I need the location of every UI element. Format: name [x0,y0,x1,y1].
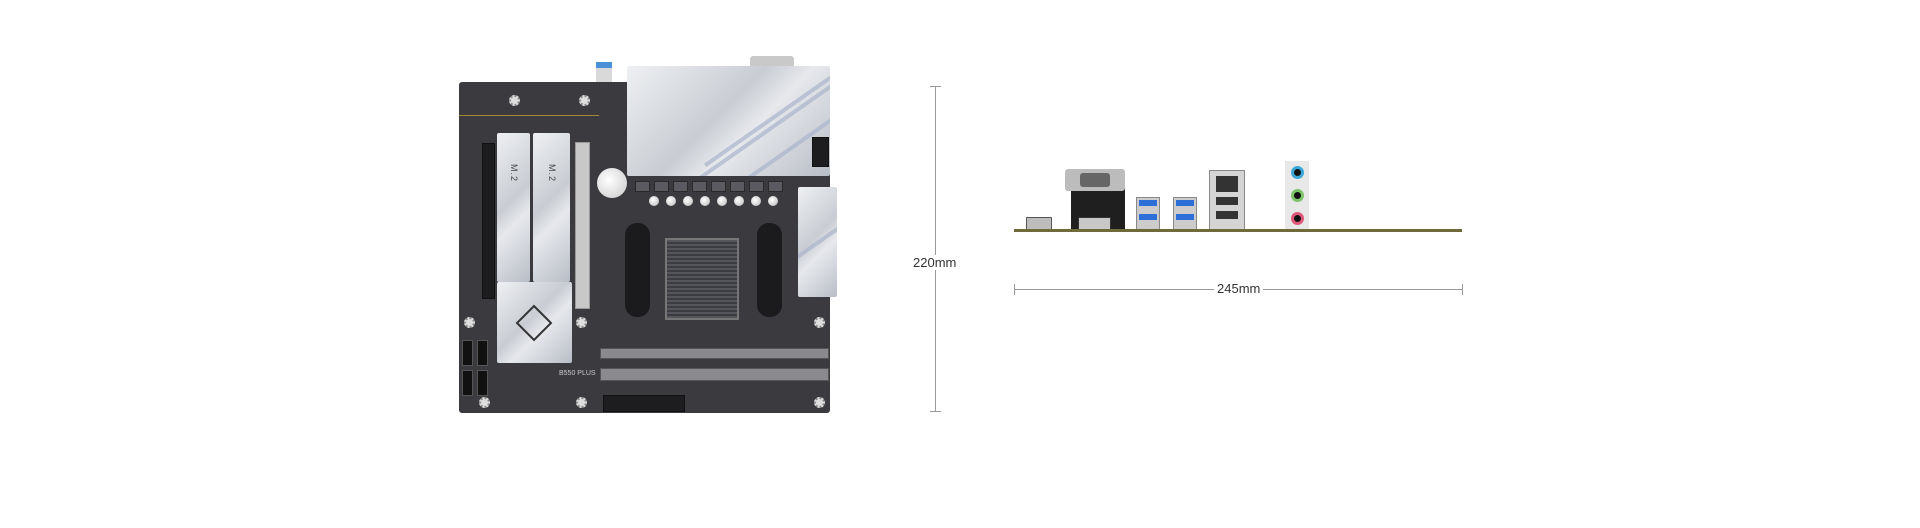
mounting-hole [814,397,825,408]
dimm-slot-2 [600,368,829,381]
sata-ports [462,340,488,396]
height-dimension-line [935,86,936,412]
mic-jack [1290,212,1304,225]
cmos-battery [597,168,627,198]
mounting-hole [576,397,587,408]
pcie-x16-slot-reinforced [575,142,590,309]
ethernet-port [1216,176,1238,192]
height-dimension-cap-bottom [930,411,941,412]
mounting-hole [479,397,490,408]
motherboard-pcb: M.2 M.2 B550 PLUS [459,66,837,413]
pcie-x16-slot [482,143,495,299]
vrm-heatsink-right [798,187,837,297]
cpu-socket [665,238,739,320]
chipset-heatsink [497,282,572,363]
height-dimension-label: 220mm [910,255,960,270]
m2-heatsink-2: M.2 [533,133,570,282]
line-in-jack [1290,166,1304,179]
mounting-hole [509,95,520,106]
brand-logo-icon [515,304,553,342]
dimm-slot-1 [600,348,829,359]
retention-bracket-right [757,223,782,317]
retention-bracket-left [625,223,650,317]
mounting-hole [814,317,825,328]
atx-24pin-connector [603,395,685,412]
usb2-port [1216,211,1238,219]
vga-connector-icon [1080,173,1110,187]
vrm-heatsink-top [627,66,830,176]
width-dimension-cap-right [1462,284,1463,295]
usb3-port-pair-1 [1136,197,1160,230]
eps-power-connector [812,137,829,167]
rj45-usb2-stack [1209,170,1245,230]
mounting-hole [464,317,475,328]
vrm-capacitors [649,196,778,206]
width-dimension-cap-left [1014,284,1015,295]
width-dimension-label: 245mm [1214,281,1264,296]
mounting-hole [579,95,590,106]
io-panel [1014,161,1462,232]
usb3-port-pair-2 [1173,197,1197,230]
height-dimension-cap-top [930,86,941,87]
audio-jack-panel [1285,161,1309,230]
io-baseline-pcb-edge [1014,229,1462,232]
motherboard-image: M.2 M.2 B550 PLUS [0,0,900,528]
usb2-port [1216,197,1238,205]
m2-heatsink-1: M.2 [497,133,530,282]
mounting-hole [576,317,587,328]
gold-trace [459,115,599,116]
board-model-label: B550 PLUS [559,370,596,377]
vrm-chokes [635,181,783,192]
vga-port [1065,169,1125,191]
line-out-jack [1290,189,1304,202]
